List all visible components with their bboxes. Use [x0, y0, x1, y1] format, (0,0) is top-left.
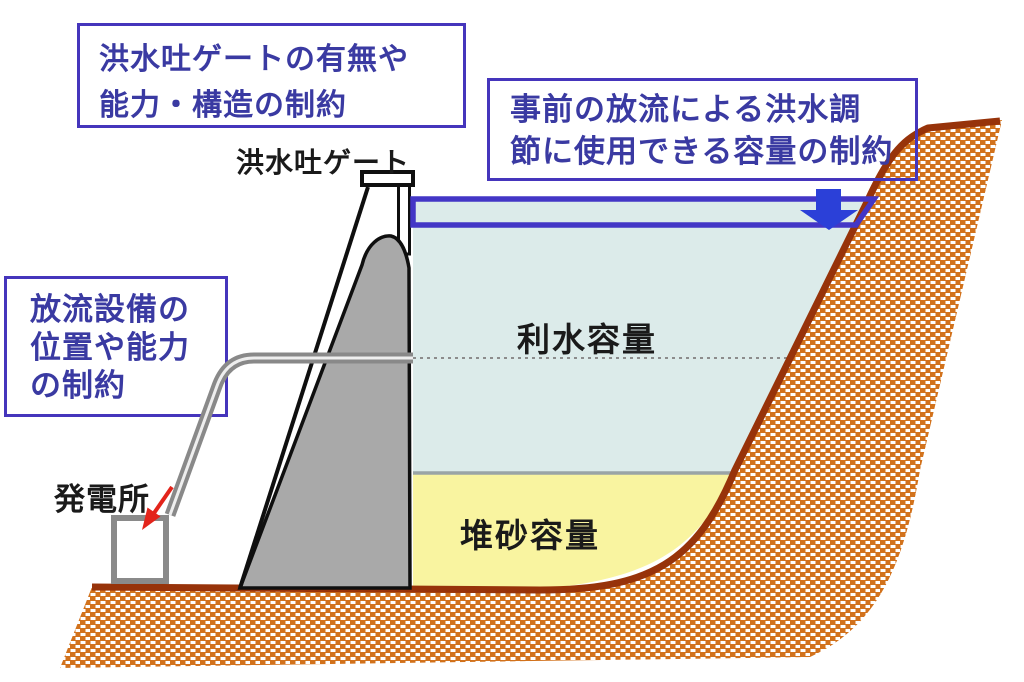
power-station-box: [111, 515, 169, 584]
water-use-capacity-zone: [413, 197, 875, 472]
annotation-text: 洪水吐ゲートの有無や: [99, 43, 409, 76]
spillway-gate-cap: [360, 170, 415, 187]
annotation-text: 事前の放流による洪水調: [510, 92, 862, 127]
annotation-box-outlet-constraint: 放流設備の 位置や能力 の制約: [4, 276, 228, 417]
annotation-box-preliminary-release-constraint: 事前の放流による洪水調 節に使用できる容量の制約: [487, 78, 918, 181]
annotation-text: 能力・構造の制約: [99, 89, 347, 122]
red-arrow-icon: [142, 485, 174, 530]
sediment-capacity-label: 堆砂容量: [460, 517, 600, 554]
annotation-text: 節に使用できる容量の制約: [510, 134, 894, 169]
blue-down-arrow-icon: [800, 189, 858, 230]
terrain-ground: [60, 120, 1002, 668]
annotation-text: 放流設備の: [30, 292, 190, 327]
flood-control-capacity-band: [410, 196, 880, 228]
sediment-capacity-zone: [413, 474, 731, 589]
power-station-label: 発電所: [54, 482, 150, 517]
annotation-text: の制約: [30, 368, 126, 403]
dam-body: [237, 234, 412, 590]
annotation-text: 位置や能力: [30, 330, 190, 365]
water-use-capacity-label: 利水容量: [517, 321, 657, 358]
annotation-box-gate-constraint: 洪水吐ゲートの有無や 能力・構造の制約: [77, 23, 466, 128]
terrain-surface-edge: [91, 117, 1001, 594]
spillway-gate-label: 洪水吐ゲート: [236, 147, 411, 178]
penstock-pipe-highlight: [168, 356, 413, 516]
dam-left-outline: [238, 186, 370, 589]
